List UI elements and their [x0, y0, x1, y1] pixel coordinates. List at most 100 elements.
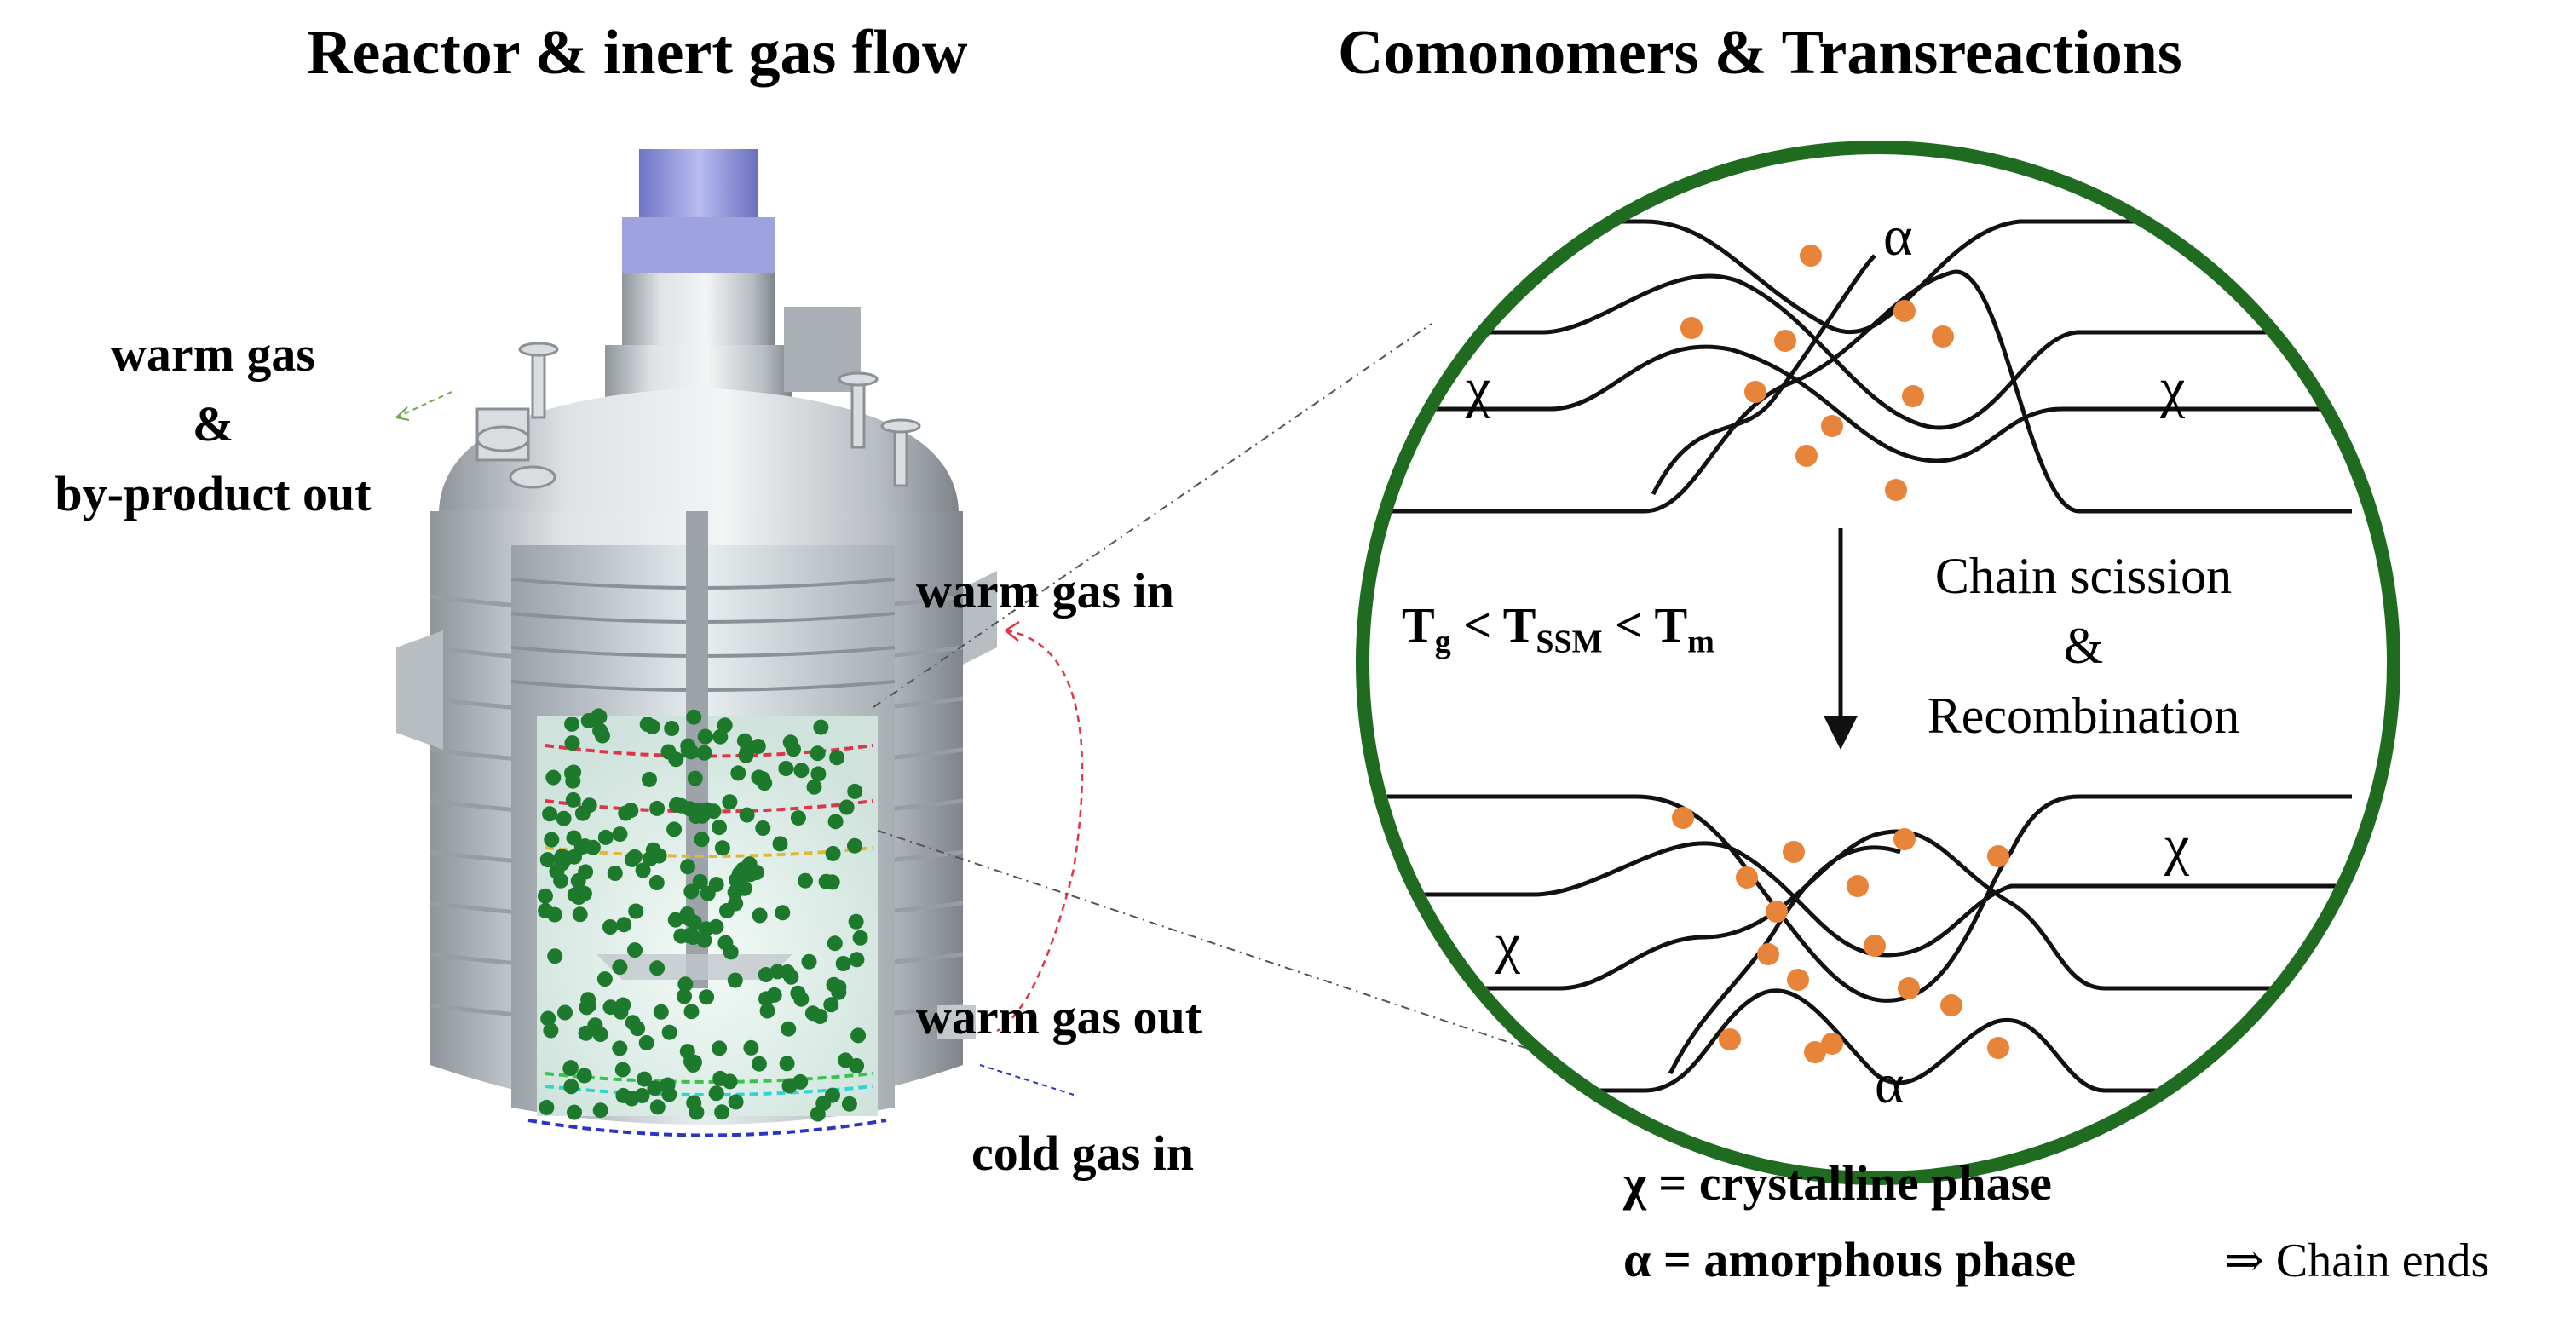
cold-gas-in-arrow [979, 1064, 1075, 1096]
zoom-link-lower [877, 830, 1552, 1057]
particle [673, 797, 689, 814]
particle [810, 1106, 826, 1122]
chain-end-dot [1783, 841, 1805, 863]
particle [823, 997, 839, 1013]
particle [769, 964, 786, 980]
particle [628, 903, 644, 919]
alpha-bottom: α [1875, 1053, 1905, 1115]
particle [818, 873, 834, 889]
particle [781, 1078, 798, 1094]
particle [564, 765, 579, 781]
particle [850, 1027, 867, 1044]
particle [573, 839, 590, 855]
particle [692, 873, 708, 889]
chains-before [1372, 219, 2352, 514]
particle [827, 935, 843, 952]
particle [567, 887, 583, 903]
label-warm-gas-out: warm gas out [916, 989, 1202, 1045]
chain-end-dot [1744, 381, 1766, 403]
particle [687, 770, 703, 786]
particle [751, 1056, 767, 1072]
particle [563, 1079, 579, 1095]
particle [626, 849, 643, 865]
particle [578, 1025, 594, 1041]
chain-end-dot [1898, 977, 1920, 999]
particle [557, 1004, 573, 1021]
particle [810, 766, 827, 782]
particle [738, 747, 754, 763]
particle [686, 914, 702, 930]
chain-end-dot [1902, 385, 1924, 407]
particle [841, 1096, 857, 1112]
particle [686, 709, 702, 725]
particle [742, 866, 758, 883]
particle [667, 912, 683, 928]
particle [677, 976, 694, 993]
particle [779, 1056, 795, 1072]
particle [827, 814, 844, 830]
particle [793, 763, 810, 779]
particle [812, 1009, 828, 1024]
particle [680, 859, 695, 875]
chain-end-dot [1932, 325, 1954, 348]
particle [607, 866, 623, 881]
chi-top-right: χ [2160, 357, 2186, 419]
chain-end-dot [1766, 901, 1788, 923]
chain-end-dot [1774, 330, 1796, 352]
particle [759, 1003, 775, 1019]
chain-end-dot [1821, 1033, 1843, 1055]
motor-mount [622, 217, 775, 277]
particle [775, 905, 791, 921]
drive-housing [622, 273, 775, 349]
particle [565, 791, 581, 808]
chain-end-dot [1885, 479, 1907, 501]
particle [649, 960, 666, 976]
particle [602, 999, 619, 1016]
particle [694, 832, 710, 848]
particle [687, 1054, 702, 1070]
particle [567, 1104, 582, 1120]
particle [580, 713, 596, 728]
particle [635, 862, 651, 878]
particle [758, 967, 774, 982]
particle [727, 972, 743, 988]
legend-chain-ends: ⇒ Chain ends [2224, 1235, 2490, 1287]
particle [700, 885, 716, 901]
particle [739, 807, 755, 823]
particle [554, 849, 570, 865]
particle [831, 984, 847, 1000]
particle [627, 942, 643, 958]
particle [712, 728, 729, 745]
particle [683, 883, 700, 900]
label-warm-gas-by-product-out: warm gas & by-product out [55, 326, 372, 521]
particle [848, 913, 864, 930]
particle [634, 1088, 650, 1103]
particle [576, 1068, 592, 1084]
flow-annotations [395, 323, 1552, 1096]
particle [813, 719, 829, 735]
particle [825, 1087, 840, 1103]
process-label: Chain scission & Recombination [1927, 548, 2240, 744]
particle [730, 765, 746, 781]
condition-formula: Tg < TSSM < Tm [1402, 597, 1714, 660]
alpha-top: α [1883, 205, 1913, 268]
particle [714, 840, 730, 856]
particle [838, 799, 855, 815]
particle [781, 1021, 797, 1037]
reactor-illustration [396, 149, 997, 1137]
particle [660, 1077, 676, 1093]
particle [680, 742, 696, 758]
particle [638, 1035, 654, 1050]
particle [790, 985, 806, 1001]
particle [790, 810, 806, 826]
zoom-circle [1356, 141, 2400, 1185]
particle [847, 783, 863, 799]
polymer-particles [538, 708, 868, 1122]
particle [544, 832, 560, 848]
particle [539, 852, 556, 868]
particle [649, 800, 666, 816]
particle [649, 1099, 666, 1115]
particle [722, 794, 738, 810]
particle [689, 1104, 705, 1120]
particle [602, 919, 618, 935]
